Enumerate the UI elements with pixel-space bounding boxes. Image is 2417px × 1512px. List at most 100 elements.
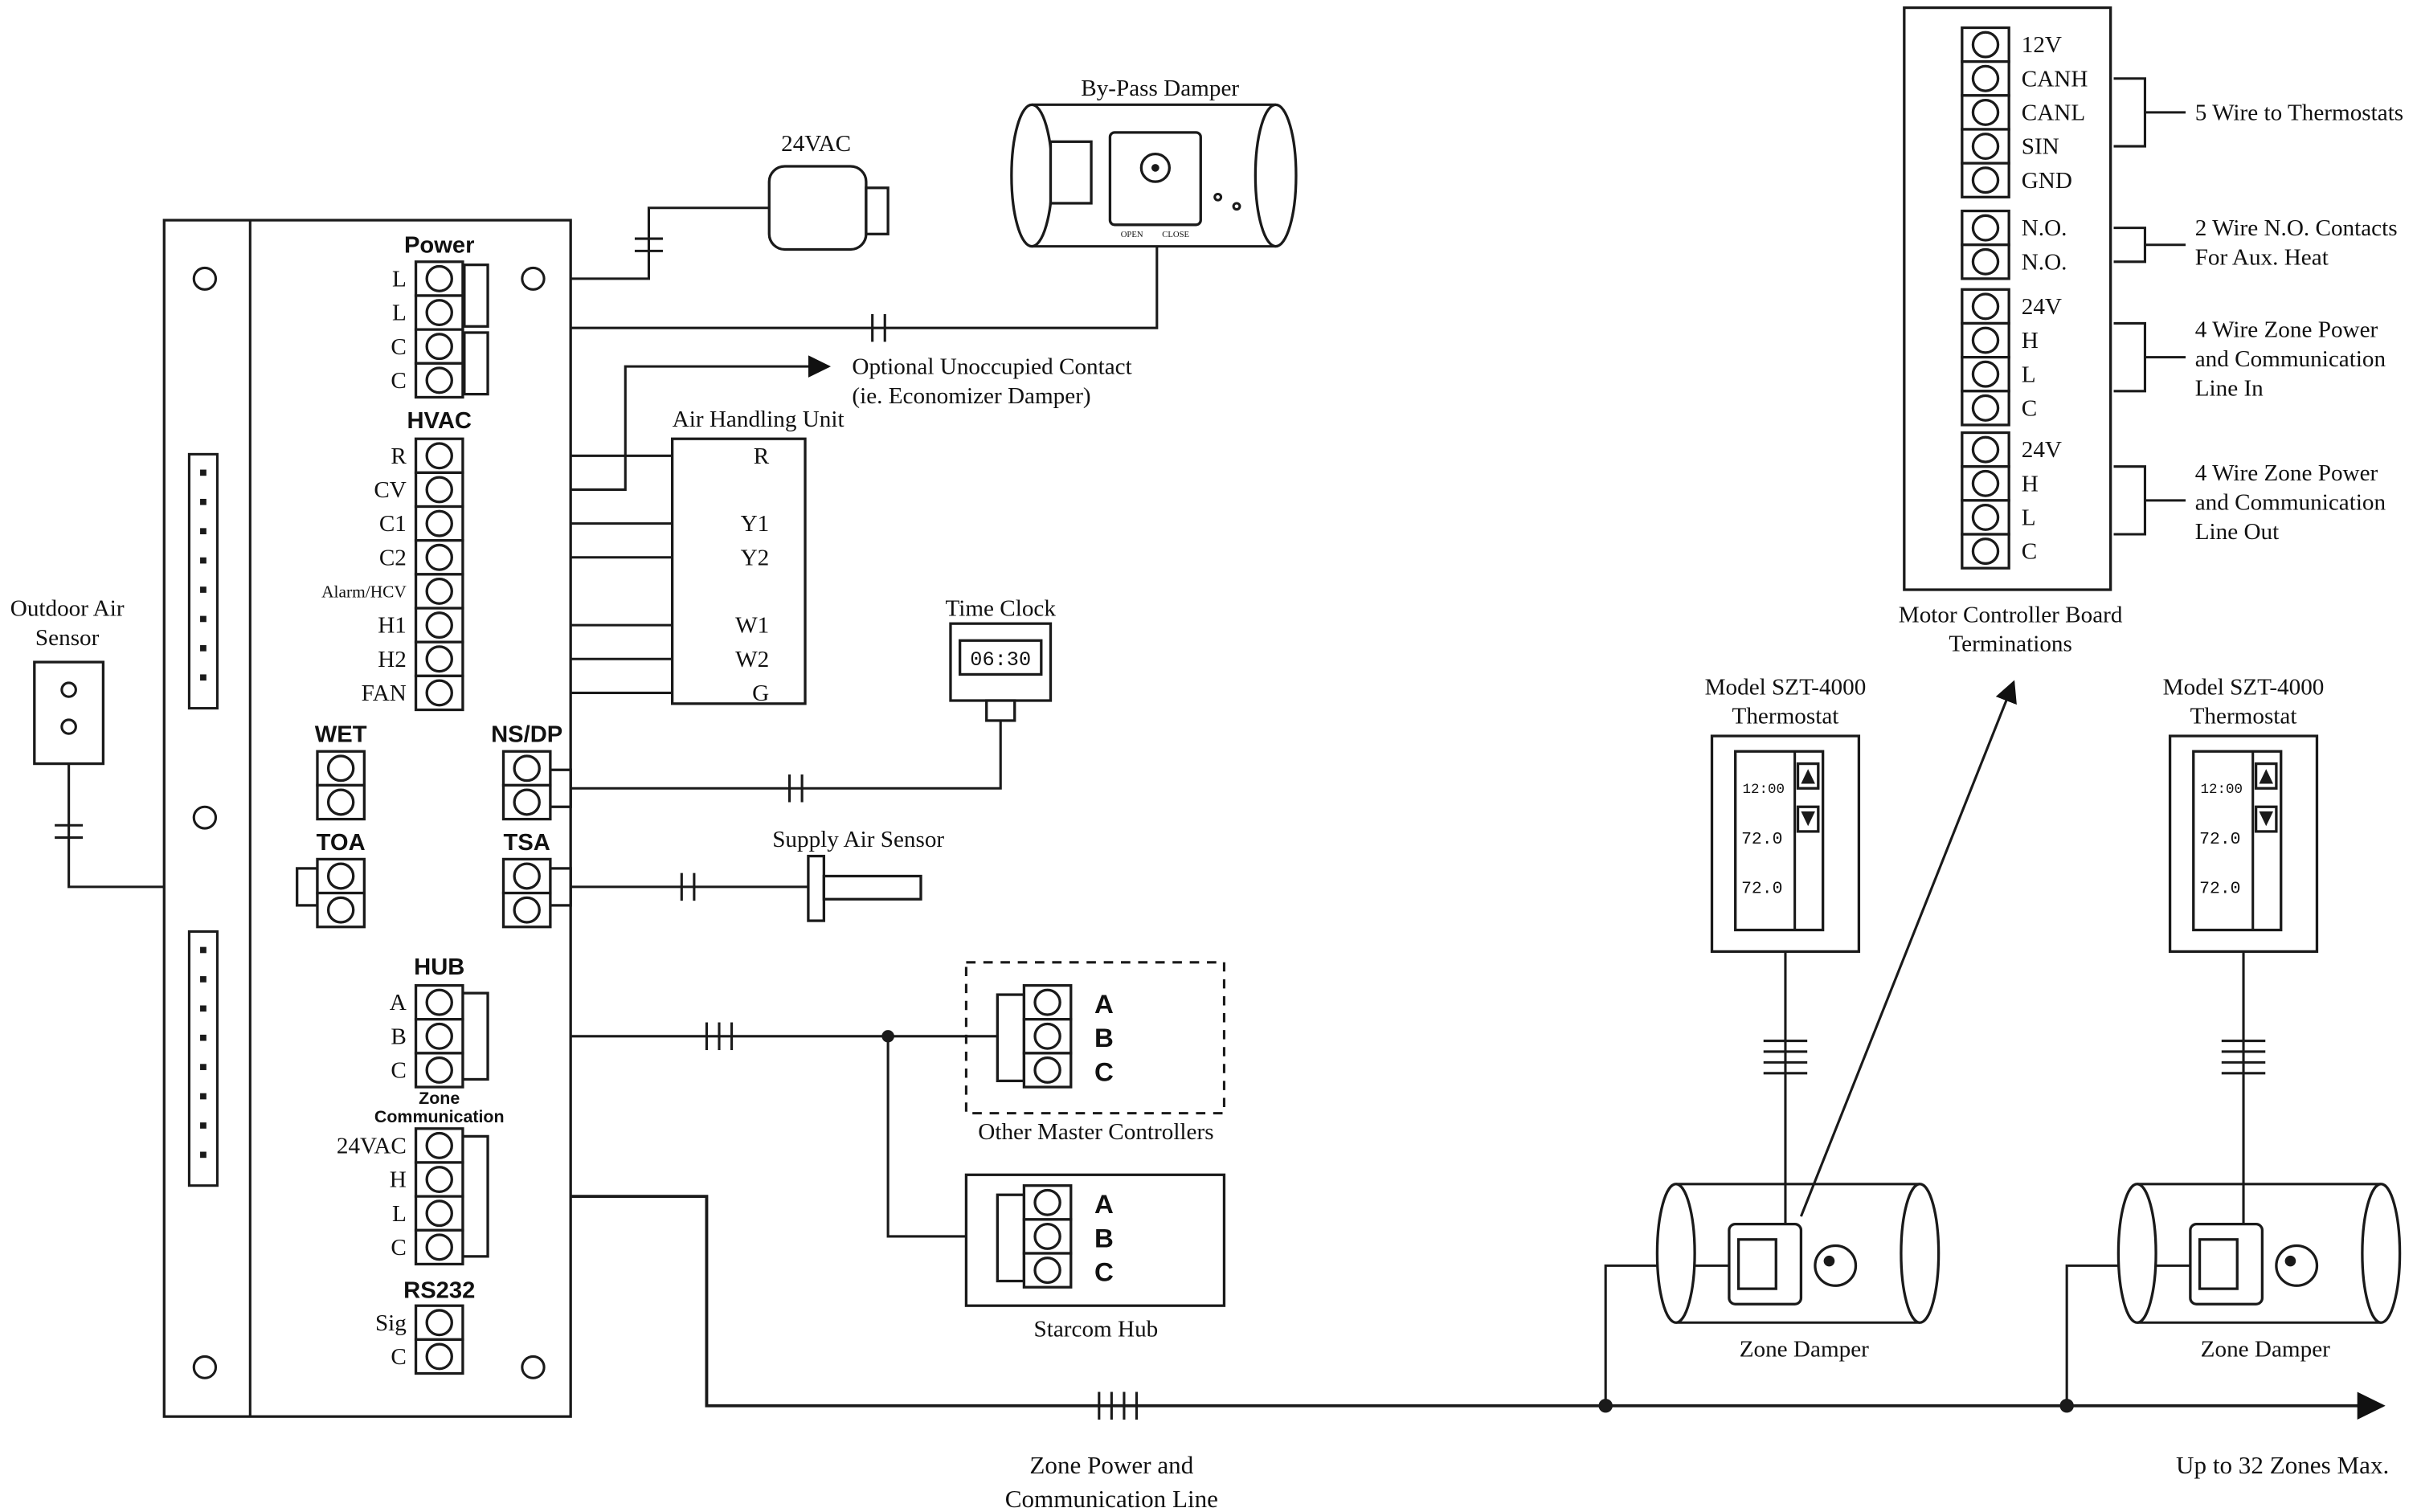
bottom-captions: Zone Power and Communication Line Up to … (1005, 1451, 2390, 1512)
transformer-label: 24VAC (781, 131, 851, 157)
starcom-hub: A B C Starcom Hub (964, 1173, 1226, 1342)
hvac-terminal-label: Alarm/HCV (321, 582, 407, 602)
wire-hash-marks (55, 237, 2266, 1420)
thermostat-display-time: 12:00 (2201, 783, 2243, 798)
starcom-caption: Starcom Hub (1034, 1317, 1159, 1342)
transformer-24vac: 24VAC (767, 131, 890, 251)
hvac-terminal-label: R (391, 443, 407, 469)
bypass-open-label: OPEN (1121, 231, 1143, 239)
wet-terminal-block: WET (315, 722, 367, 821)
mcb-terminal-label: C (2022, 396, 2037, 422)
ahu-terminal-label: G (752, 680, 769, 706)
nsdp-title: NS/DP (491, 722, 562, 748)
power-terminal-label: L (392, 267, 407, 292)
mcb-terminal-label: CANH (2022, 67, 2088, 92)
mcb-terminal-label: L (2022, 362, 2036, 387)
header-strip-top (187, 452, 219, 710)
power-terminal-label: L (392, 300, 407, 326)
hvac-terminal-label: CV (374, 477, 407, 503)
bypass-close-label: CLOSE (1162, 231, 1189, 239)
power-terminal-label: C (391, 368, 406, 394)
mcb-note-2-line2: For Aux. Heat (2195, 245, 2329, 271)
power-title: Power (404, 232, 475, 258)
mcb-terminal-label: CANL (2022, 100, 2085, 126)
mcb-caption-line1: Motor Controller Board (1899, 602, 2123, 627)
mcb-terminal-label: GND (2022, 168, 2072, 194)
bypass-damper-title: By-Pass Damper (1081, 76, 1239, 101)
outdoor-sensor-label-line1: Outdoor Air (10, 596, 125, 622)
outdoor-sensor-label-line2: Sensor (35, 625, 100, 651)
tsa-terminal-block: TSA (501, 830, 572, 929)
time-clock-title: Time Clock (945, 596, 1056, 622)
down-arrow-icon (1801, 811, 1815, 827)
ahu-terminal-label: R (754, 443, 770, 469)
hub-terminal-block: HUB A B C (390, 954, 489, 1089)
thermostat-display-temp: 72.0 (1741, 880, 1782, 899)
other-masters-terminal-label: C (1094, 1057, 1114, 1087)
thermostat-model-label: Model SZT-4000 (1705, 675, 1867, 701)
other-master-controllers: A B C Other Master Controllers (964, 961, 1226, 1145)
mcb-note-4-line3: Line Out (2195, 519, 2280, 545)
mcb-terminal-label: C (2022, 539, 2037, 565)
mcb-terminal-label: N.O. (2022, 215, 2067, 241)
thermostat-2: Model SZT-4000 Thermostat 12:00 72.0 72.… (2163, 675, 2324, 954)
mcb-terminal-label: 12V (2022, 32, 2062, 58)
mcb-terminal-label: L (2022, 505, 2036, 531)
thermostat-display-setpoint: 72.0 (2199, 830, 2240, 849)
mcb-terminal-label: 24V (2022, 437, 2062, 463)
zone-comm-terminal-label: L (392, 1201, 407, 1227)
zone-comm-title-line1: Zone (419, 1089, 460, 1108)
starcom-terminal-label: A (1094, 1189, 1114, 1219)
hvac-terminal-label: H2 (378, 647, 407, 672)
header-strip-bottom (187, 930, 219, 1187)
other-masters-terminal-label: A (1094, 989, 1114, 1019)
thermostat-label: Thermostat (1732, 704, 1839, 729)
mcb-terminal-label: 24V (2022, 294, 2062, 320)
hub-title: HUB (414, 954, 464, 980)
mcb-note-1: 5 Wire to Thermostats (2195, 100, 2403, 126)
mcb-note-3-line1: 4 Wire Zone Power (2195, 317, 2378, 343)
zone-damper-caption: Zone Damper (2201, 1337, 2331, 1363)
optional-contact-note: Optional Unoccupied Contact (ie. Economi… (852, 354, 1131, 409)
hub-terminal-label: B (391, 1024, 406, 1050)
time-clock: Time Clock 06:30 (945, 596, 1057, 722)
down-arrow-icon (2259, 811, 2273, 827)
max-zones-caption: Up to 32 Zones Max. (2176, 1451, 2389, 1479)
motor-controller-board: 12V CANH CANL SIN GND N.O. N.O. 24V H L … (1899, 6, 2403, 657)
mcb-note-3-line2: and Communication (2195, 346, 2386, 372)
zone-comm-terminal-label: 24VAC (337, 1134, 407, 1159)
other-masters-terminal-label: B (1094, 1023, 1114, 1052)
zone-comm-terminal-label: C (391, 1235, 406, 1261)
hvac-terminal-label: C2 (379, 546, 407, 571)
zone-damper-1: Zone Damper (1655, 1183, 1941, 1363)
power-terminal-block: Power L L C C (391, 232, 489, 399)
mcb-terminal-label: N.O. (2022, 250, 2067, 276)
starcom-terminal-label: C (1094, 1257, 1114, 1287)
hvac-title: HVAC (407, 408, 472, 434)
ahu-title: Air Handling Unit (673, 407, 845, 432)
nsdp-terminal-block: NS/DP (491, 722, 572, 821)
other-masters-caption: Other Master Controllers (978, 1119, 1213, 1145)
mcb-note-4-line2: and Communication (2195, 490, 2386, 516)
ahu-terminal-label: W2 (735, 647, 769, 672)
mcb-terminal-label: H (2022, 472, 2039, 497)
mcb-terminal-label: SIN (2022, 134, 2059, 160)
optional-contact-line1: Optional Unoccupied Contact (852, 354, 1131, 380)
outdoor-air-sensor: Outdoor Air Sensor (10, 596, 125, 766)
supply-air-sensor: Supply Air Sensor (772, 827, 945, 922)
supply-sensor-label: Supply Air Sensor (772, 827, 944, 852)
hvac-terminal-label: C1 (379, 511, 407, 537)
zone-comm-terminal-label: H (390, 1167, 407, 1193)
starcom-terminal-label: B (1094, 1224, 1114, 1253)
zone-damper-caption: Zone Damper (1740, 1337, 1870, 1363)
mcb-caption-line2: Terminations (1949, 631, 2072, 657)
rs232-title: RS232 (403, 1278, 475, 1304)
thermostat-display-temp: 72.0 (2199, 880, 2240, 899)
zone-power-caption-line1: Zone Power and (1029, 1451, 1193, 1479)
rs232-terminal-label: Sig (375, 1310, 407, 1336)
hvac-terminal-label: H1 (378, 613, 407, 639)
mcb-note-4-line1: 4 Wire Zone Power (2195, 460, 2378, 486)
thermostat-display-setpoint: 72.0 (1741, 830, 1782, 849)
tsa-title: TSA (504, 830, 550, 856)
